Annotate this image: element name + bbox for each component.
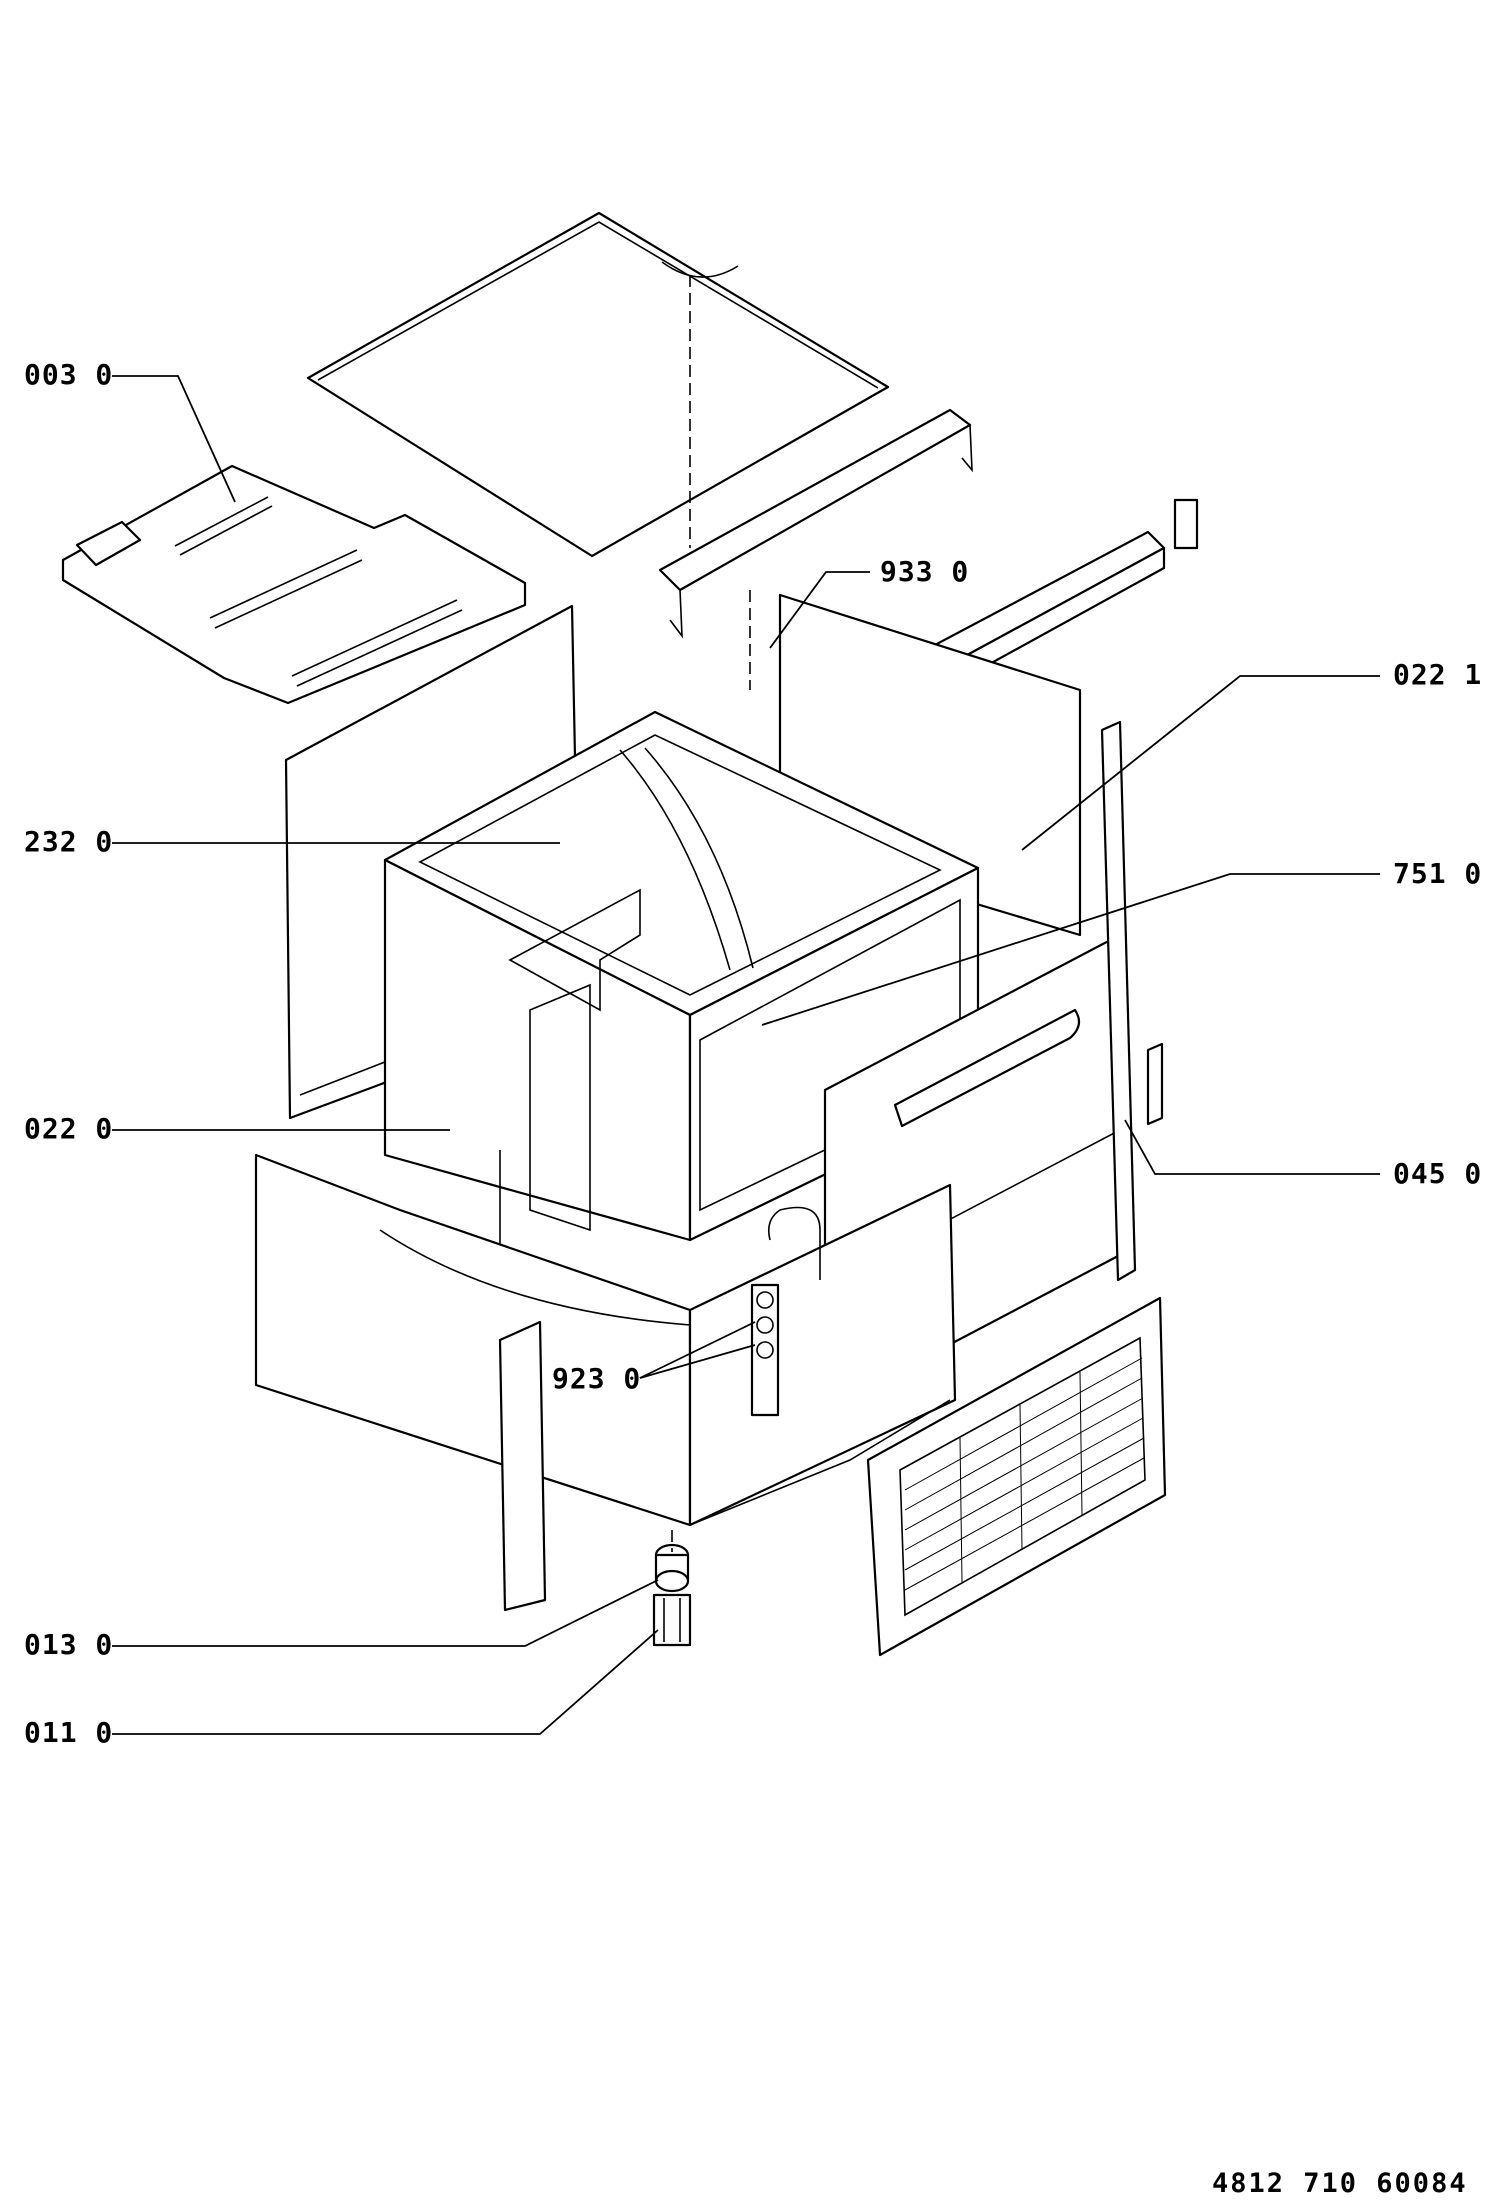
- callout-022-1: 022 1: [1393, 658, 1483, 691]
- callout-923: 923 0: [552, 1362, 642, 1395]
- callout-751: 751 0: [1393, 857, 1483, 890]
- callout-011: 011 0: [24, 1716, 114, 1749]
- pump-hose: [750, 1206, 821, 1417]
- right-edge-strip: [1100, 720, 1164, 1282]
- leader-lines: [112, 375, 1380, 1735]
- callout-013: 013 0: [24, 1628, 114, 1661]
- document-number: 4812 710 60084: [1212, 2168, 1468, 2199]
- callout-232: 232 0: [24, 825, 114, 858]
- base-frame: [254, 1153, 957, 1612]
- top-cover-panel: [306, 211, 890, 558]
- callout-933: 933 0: [880, 555, 970, 588]
- rear-rail: [658, 408, 973, 639]
- callout-003: 003 0: [24, 358, 114, 391]
- front-grille: [866, 1296, 1167, 1657]
- insulation-plate: [61, 464, 527, 705]
- callout-022-0: 022 0: [24, 1112, 114, 1145]
- adjustable-foot: [652, 1530, 692, 1647]
- tub-body: [383, 710, 980, 1250]
- callout-045: 045 0: [1393, 1157, 1483, 1190]
